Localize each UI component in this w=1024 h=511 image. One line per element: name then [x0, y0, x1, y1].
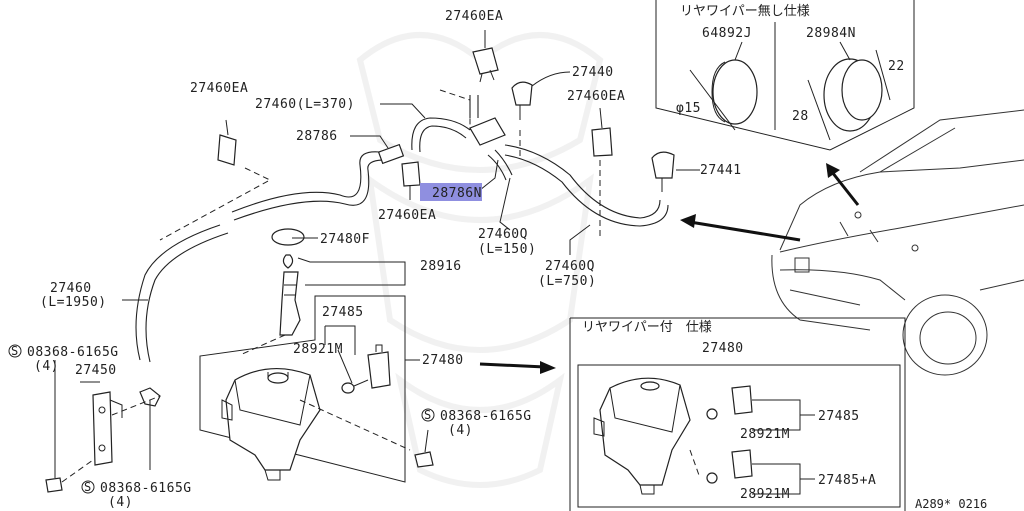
label-27460-L370: 27460(L=370) — [255, 97, 355, 112]
hose-assembly — [135, 95, 669, 363]
label-28786N: 28786N — [432, 186, 482, 201]
label-27460Q-750: 27460Q — [545, 259, 595, 274]
label-28921M-inset-1: 28921M — [740, 427, 790, 442]
label-L1950: (L=1950) — [40, 295, 107, 310]
label-27460EA-left: 27460EA — [190, 81, 248, 96]
tank-assembly-box — [199, 295, 406, 483]
label-28921M: 28921M — [293, 342, 343, 357]
svg-text:S: S — [11, 344, 18, 358]
label-27480F: 27480F — [320, 232, 370, 247]
dimension-15: φ15 — [676, 101, 701, 116]
car-outline — [771, 109, 1024, 376]
part-labels: 27460EA 27440 27460EA 27460(L=370) 27460… — [8, 9, 987, 511]
label-27485-inset: 27485 — [818, 409, 860, 424]
hose-joint-28786 — [377, 143, 405, 165]
pointer-arrows — [479, 163, 860, 374]
svg-text:S: S — [424, 408, 431, 422]
label-27450: 27450 — [75, 363, 117, 378]
watermark-emblem — [356, 32, 604, 488]
label-27460EA-right: 27460EA — [567, 89, 625, 104]
standard-part-symbol-1 — [8, 344, 22, 358]
label-bolt-qty-2: (4) — [108, 495, 133, 510]
washer-nozzle-27440 — [511, 71, 571, 120]
label-27485A: 27485+A — [818, 473, 876, 488]
label-L750: (L=750) — [538, 274, 596, 289]
svg-text:S: S — [84, 480, 91, 494]
label-27441: 27441 — [700, 163, 742, 178]
label-64892J: 64892J — [702, 26, 752, 41]
label-27480-inset: 27480 — [702, 341, 744, 356]
label-bolt-qty-3: (4) — [448, 423, 473, 438]
label-27460Q-150: 27460Q — [478, 227, 528, 242]
washer-nozzle-27441 — [651, 151, 700, 192]
inset-no-rear-wiper: リヤワイパー無し仕様 64892J 28984N φ15 22 28 — [655, 0, 915, 151]
filler-neck — [271, 228, 305, 336]
bolts — [45, 360, 434, 493]
inset-with-rear-wiper — [569, 317, 906, 511]
label-bolt-08368-1: 08368-6165G — [27, 345, 119, 360]
standard-part-symbol-3 — [81, 480, 95, 494]
label-27460EA-top: 27460EA — [445, 9, 503, 24]
washer-tank — [221, 367, 321, 481]
reference-code: A289* 0216 — [915, 497, 987, 511]
label-28984N: 28984N — [806, 26, 856, 41]
label-27485: 27485 — [322, 305, 364, 320]
bracket-27450 — [80, 381, 123, 466]
label-L150: (L=150) — [478, 242, 536, 257]
label-bolt-08368-2: 08368-6165G — [100, 481, 192, 496]
label-27440: 27440 — [572, 65, 614, 80]
highlight-28786N — [420, 183, 482, 201]
check-valve — [469, 117, 506, 146]
label-27460: 27460 — [50, 281, 92, 296]
spec-no-wiper-label: リヤワイパー無し仕様 — [680, 4, 810, 19]
label-bolt-08368-3: 08368-6165G — [440, 409, 532, 424]
leader-lines-top — [122, 103, 591, 301]
dashed-guides — [159, 89, 601, 241]
label-bolt-qty-1: (4) — [34, 359, 59, 374]
washer-pump-27485 — [341, 344, 391, 394]
label-28916: 28916 — [420, 259, 462, 274]
dimension-22: 22 — [888, 59, 905, 74]
dimension-28: 28 — [792, 109, 809, 124]
standard-part-symbol-2 — [421, 408, 435, 422]
cap-64892J — [712, 59, 758, 125]
label-27460EA-mid: 27460EA — [378, 208, 436, 223]
label-28786: 28786 — [296, 129, 338, 144]
label-28921M-inset-2: 28921M — [740, 487, 790, 502]
spec-with-wiper-label: リヤワイパー付 仕様 — [582, 320, 712, 335]
clips — [217, 30, 613, 200]
label-27480: 27480 — [422, 353, 464, 368]
